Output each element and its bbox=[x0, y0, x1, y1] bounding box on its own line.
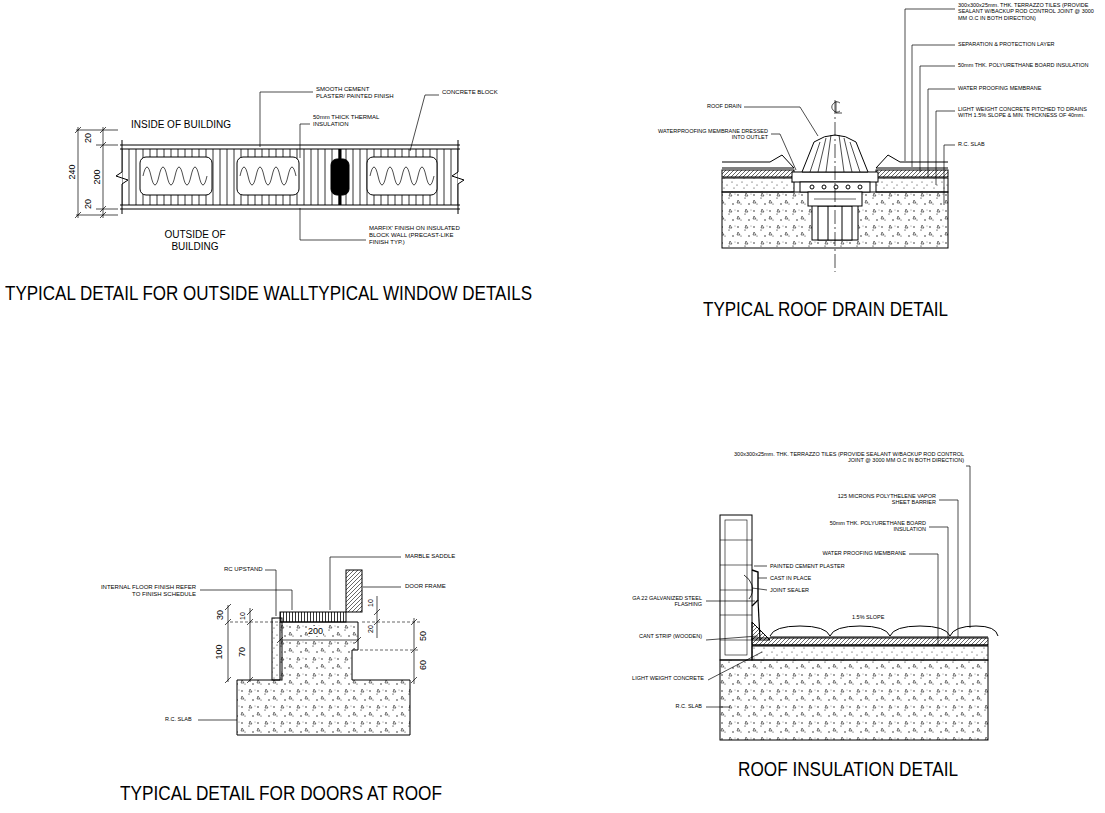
callout-note: WATERPROOFING MEMBRANE DRESSED INTO OUTL… bbox=[650, 128, 768, 141]
dimension: 60 bbox=[419, 660, 428, 670]
dimension: 30 bbox=[216, 610, 225, 620]
callout-note: WATER PROOFING MEMBRANE bbox=[796, 550, 906, 556]
callout-note: JOINT SEALER bbox=[770, 587, 809, 593]
callout-note: R.C. SLAB bbox=[165, 716, 192, 722]
dimension: 10 bbox=[367, 599, 374, 607]
dimension: 10 bbox=[239, 612, 246, 620]
callout-note: WATER PROOFING MEMBRANE bbox=[958, 85, 1041, 91]
dimension: 20 bbox=[367, 625, 374, 633]
callout-note: R.C. SLAB bbox=[650, 703, 702, 709]
side-label: OUTSIDE OF BUILDING bbox=[140, 229, 250, 252]
dimension: 200 bbox=[93, 169, 102, 184]
callout-note: ROOF DRAIN bbox=[707, 103, 742, 109]
callout-note: DOOR FRAME bbox=[405, 583, 446, 590]
callout-note: CAST IN PLACE bbox=[770, 575, 811, 581]
callout-note: 50mm THICK THERMAL INSULATION bbox=[313, 114, 385, 128]
detail-title: ROOF INSULATION DETAIL bbox=[738, 759, 958, 779]
callout-note: GA 22 GALVANIZED STEEL FLASHING bbox=[618, 595, 702, 608]
dimension-lines bbox=[225, 596, 417, 684]
callout-note: INTERNAL FLOOR FINISH REFER TO FINISH SC… bbox=[92, 584, 196, 598]
callout-note: LIGHT WEIGHT CONCRETE bbox=[622, 675, 704, 681]
callout-note: LIGHT WEIGHT CONCRETE PITCHED TO DRAINS … bbox=[958, 106, 1098, 119]
detail-title: TYPICAL DETAIL FOR DOORS AT ROOF bbox=[120, 783, 442, 803]
callout-note: 125 MICRONS POLYTHELENE VAPOR SHEET BARR… bbox=[826, 493, 936, 506]
callout-note: PAINTED CEMENT PLASTER bbox=[770, 563, 845, 569]
dimension-lines bbox=[75, 127, 118, 218]
callout-note: 300x300x25mm. THK. TERRAZZO TILES (PROVI… bbox=[958, 2, 1098, 21]
detail-title: TYPICAL DETAIL FOR OUTSIDE WALLTYPICAL W… bbox=[5, 283, 532, 303]
dimension: 50 bbox=[419, 631, 428, 641]
leader-lines bbox=[198, 557, 401, 720]
leader-lines bbox=[706, 466, 970, 707]
callout-note: 50mm THK. POLYURETHANE BOARD INSULATION bbox=[816, 520, 926, 533]
callout-note: CANT STRIP (WOODEN) bbox=[628, 633, 702, 639]
dimension: 20 bbox=[84, 199, 93, 209]
callout-note: CONCRETE BLOCK bbox=[442, 89, 498, 96]
callout-note: SEPARATION & PROTECTION LAYER bbox=[958, 41, 1055, 47]
leader-lines bbox=[744, 9, 955, 205]
dimension: 240 bbox=[68, 164, 77, 179]
detail-title: TYPICAL ROOF DRAIN DETAIL bbox=[703, 299, 948, 319]
door-threshold-section bbox=[230, 570, 420, 735]
side-label: INSIDE OF BUILDING bbox=[131, 119, 231, 131]
dimension: 20 bbox=[84, 133, 93, 143]
callout-note: R.C. SLAB bbox=[958, 141, 985, 147]
wall-section bbox=[116, 140, 464, 214]
centerline bbox=[832, 100, 842, 272]
callout-note: MARFIX' FINISH ON INSULATED BLOCK WALL (… bbox=[369, 225, 465, 246]
callout-note: RC UPSTAND bbox=[224, 566, 263, 573]
callout-note: MARBLE SADDLE bbox=[405, 553, 455, 560]
callout-note: 50mm THK. POLYURETHANE BOARD INSULATION bbox=[958, 62, 1089, 68]
leader-lines bbox=[260, 92, 439, 240]
roof-insulation-section bbox=[720, 515, 998, 740]
dimension: 200 bbox=[308, 626, 323, 636]
callout-note: SMOOTH CEMENT PLASTER/ PAINTED FINISH bbox=[316, 86, 398, 100]
dimension: 100 bbox=[215, 644, 224, 659]
callout-note: 1.5% SLOPE bbox=[852, 614, 884, 620]
callout-note: 300x300x25mm. THK. TERRAZZO TILES (PROVI… bbox=[718, 451, 964, 464]
dimension: 70 bbox=[238, 647, 247, 657]
